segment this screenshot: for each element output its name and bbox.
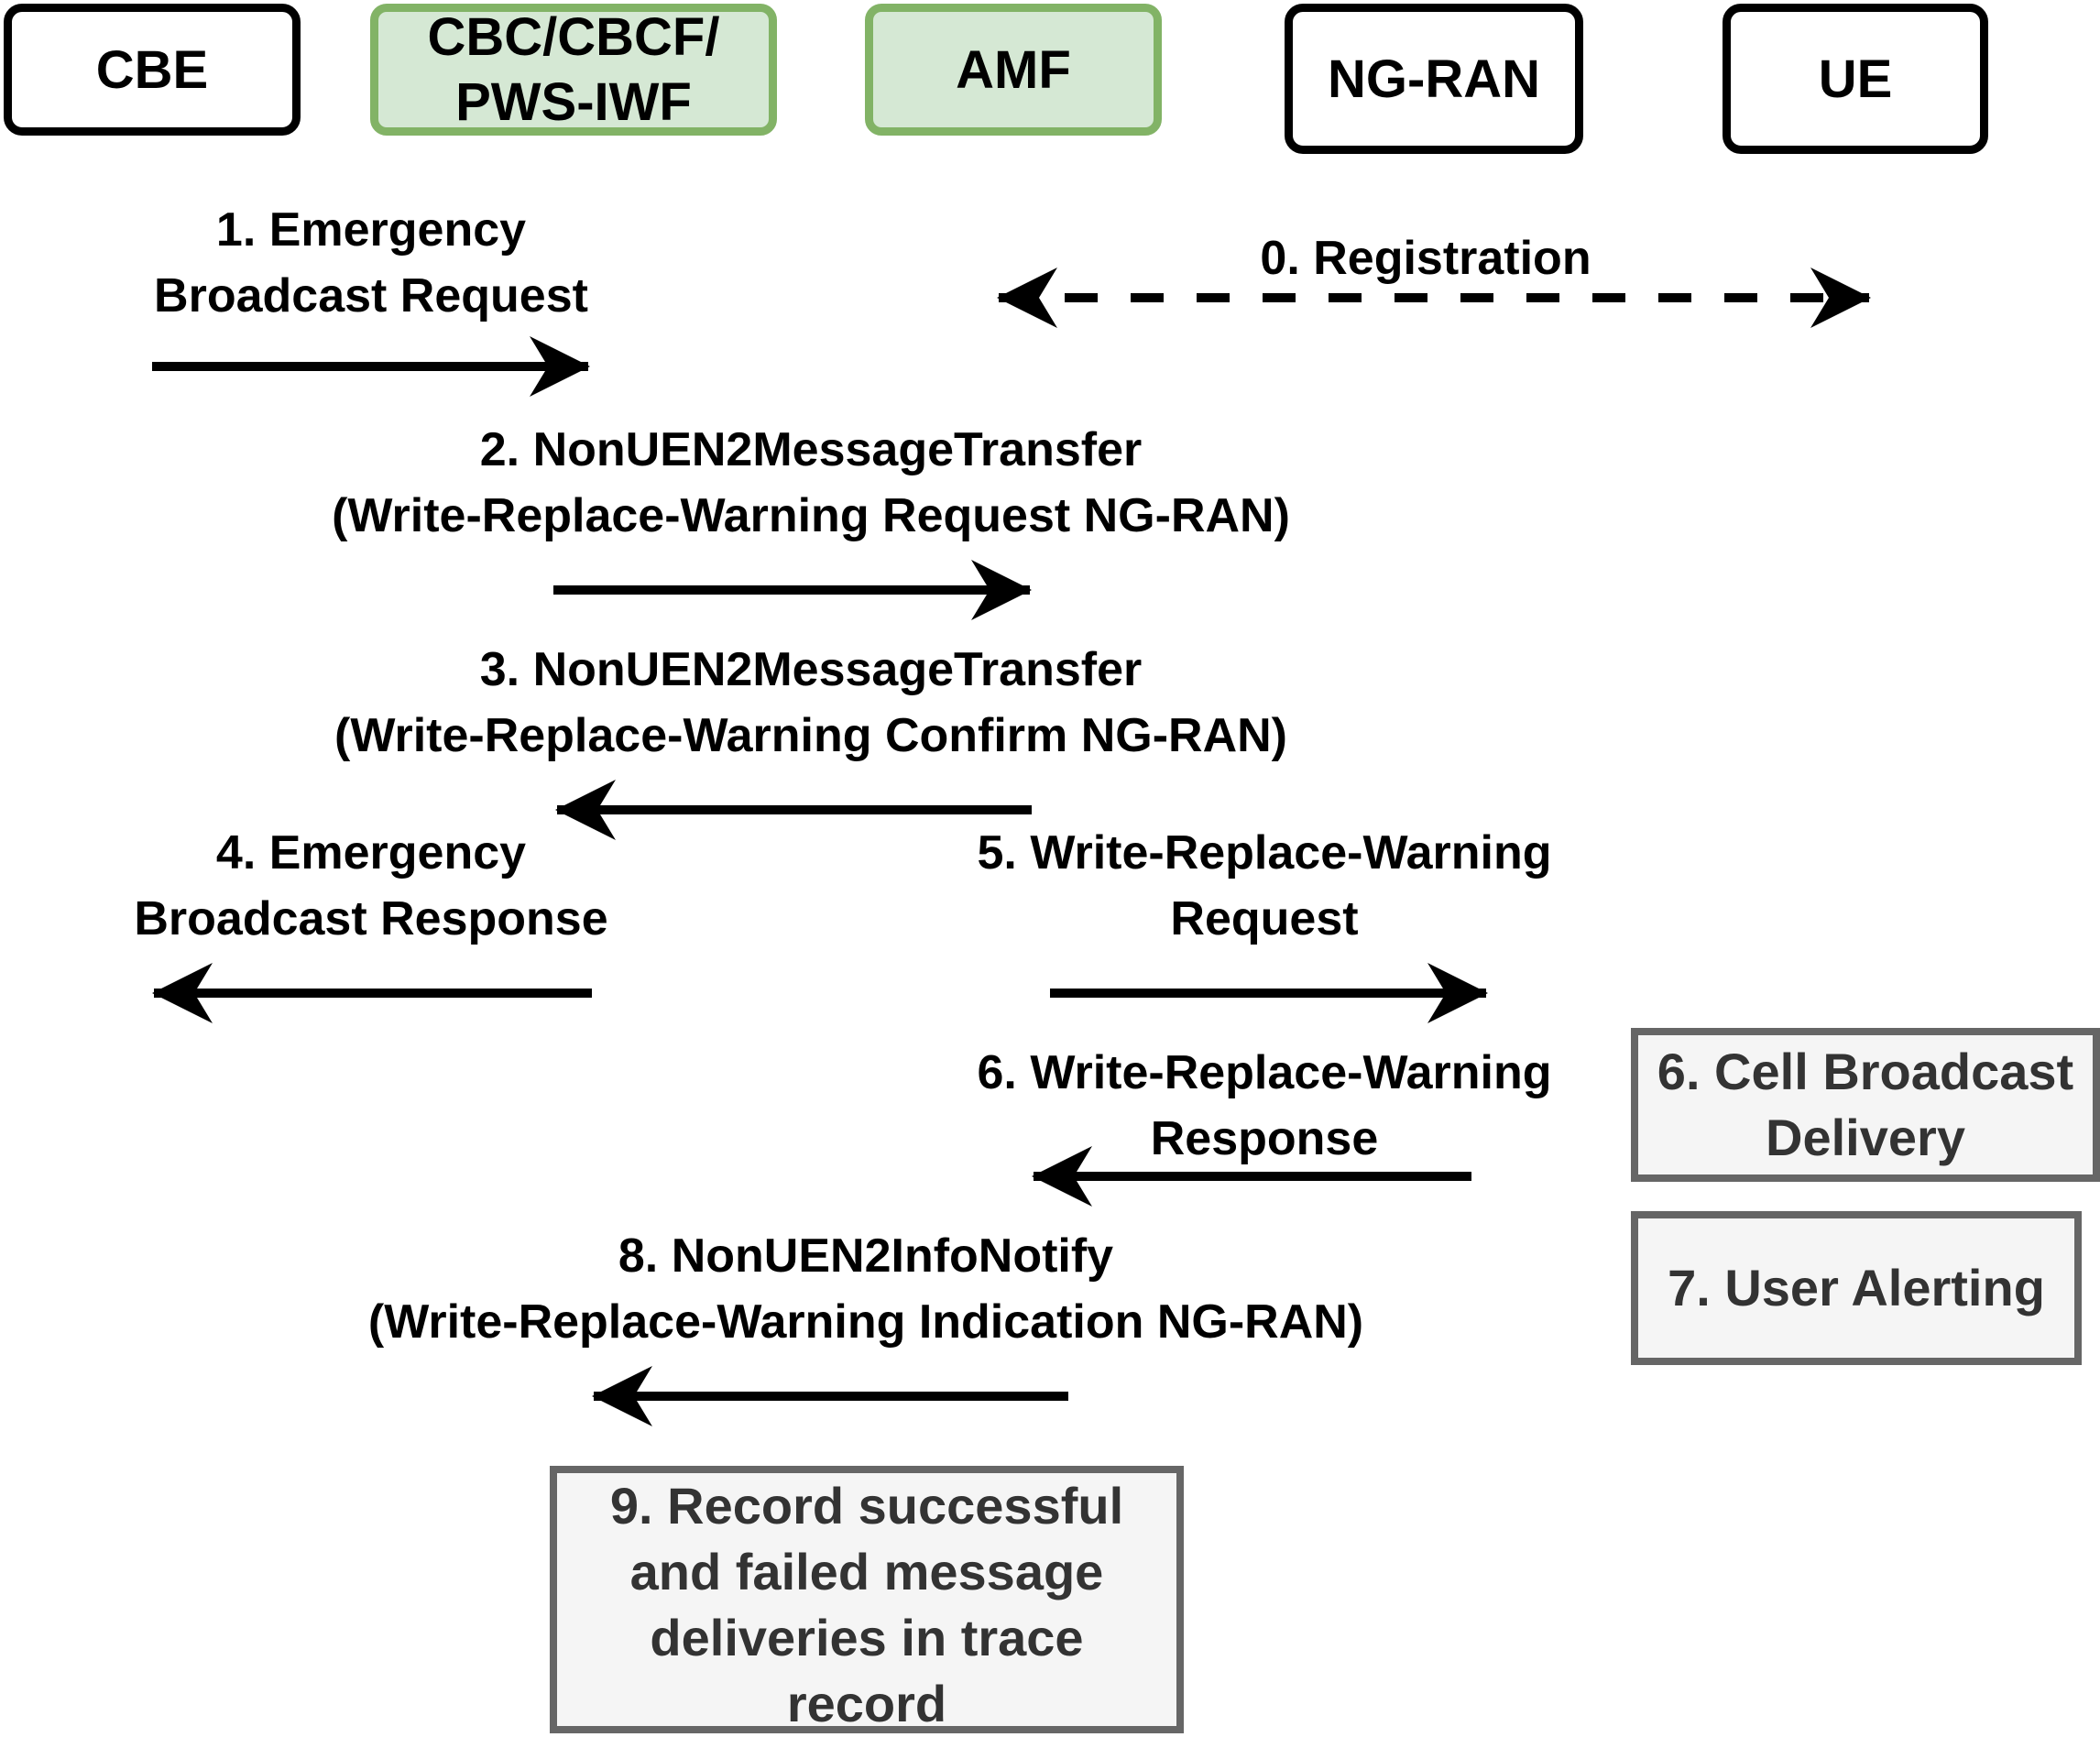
entity-amf: AMF (865, 4, 1162, 136)
entity-cbe: CBE (4, 4, 301, 136)
label-2-nonuen2-message-transfer: 2. NonUEN2MessageTransfer (Write-Replace… (332, 423, 1290, 542)
entity-ue: UE (1723, 4, 1988, 154)
label-1-emergency-broadcast-request: 1. Emergency Broadcast Request (154, 203, 588, 322)
process-7-label: 7. User Alerting (1668, 1259, 2045, 1316)
entity-cbe-label: CBE (95, 39, 209, 100)
entity-cbc-label: CBC/CBCF/ PWS-IWF (427, 7, 720, 132)
label-3-nonuen2-message-transfer: 3. NonUEN2MessageTransfer (Write-Replace… (334, 643, 1287, 762)
process-9-record-deliveries: 9. Record successful and failed message … (550, 1466, 1184, 1733)
label-8-nonuen2-info-notify: 8. NonUEN2InfoNotify (Write-Replace-Warn… (367, 1229, 1364, 1349)
process-9-label: 9. Record successful and failed message … (609, 1477, 1124, 1732)
process-6-label: 6. Cell Broadcast Delivery (1657, 1043, 2074, 1166)
entity-cbc-cbcf-pws-iwf: CBC/CBCF/ PWS-IWF (370, 4, 777, 136)
process-7-user-alerting: 7. User Alerting (1631, 1211, 2082, 1365)
process-6-cell-broadcast-delivery: 6. Cell Broadcast Delivery (1631, 1028, 2100, 1182)
entity-amf-label: AMF (956, 39, 1071, 100)
label-6-write-replace-warning-response: 6. Write-Replace-Warning Response (977, 1046, 1552, 1165)
label-5-write-replace-warning-request: 5. Write-Replace-Warning Request (977, 826, 1552, 945)
entity-ng-ran: NG-RAN (1285, 4, 1583, 154)
label-4-emergency-broadcast-response: 4. Emergency Broadcast Response (134, 826, 608, 945)
label-0-registration: 0. Registration (1224, 229, 1627, 288)
entity-ng-ran-label: NG-RAN (1328, 49, 1540, 109)
entity-ue-label: UE (1818, 49, 1893, 109)
